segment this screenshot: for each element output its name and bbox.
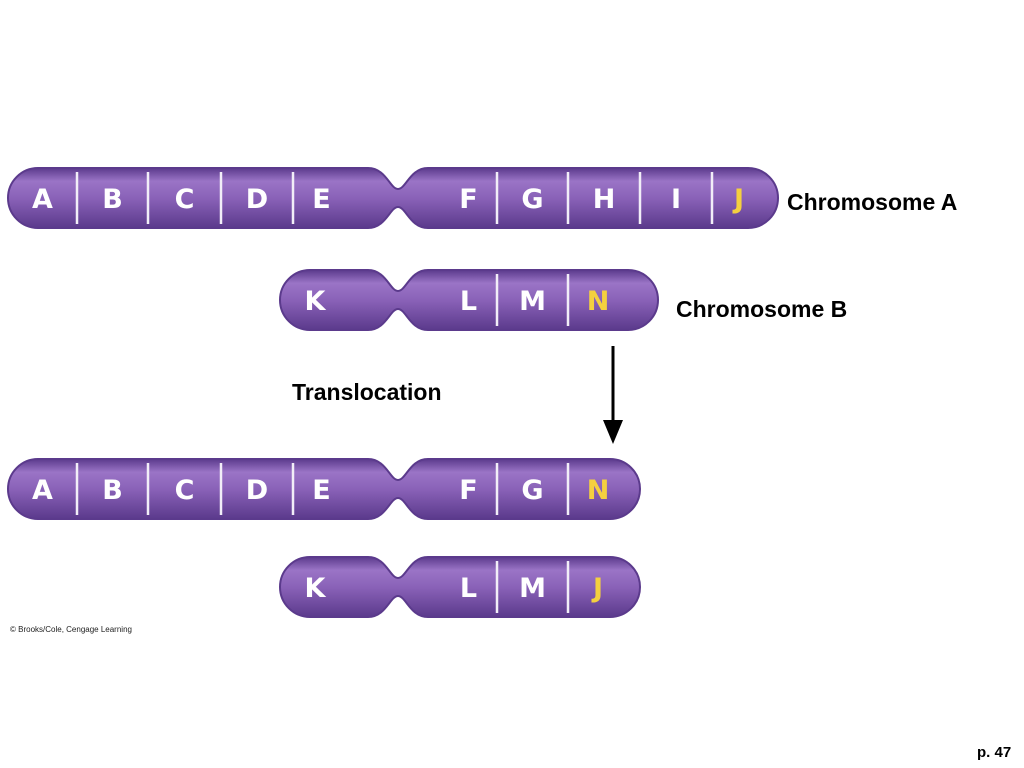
gene-label: E	[312, 184, 330, 215]
gene-label: C	[175, 184, 195, 215]
gene-label: I	[671, 184, 681, 215]
gene-label: K	[305, 286, 327, 317]
gene-label: N	[587, 286, 610, 317]
translocation-label: Translocation	[292, 379, 442, 405]
gene-label: J	[591, 573, 603, 604]
gene-label: L	[460, 573, 477, 604]
page-number: p. 47	[977, 744, 1012, 761]
gene-label: J	[732, 184, 744, 215]
gene-label: B	[102, 184, 123, 215]
gene-label: F	[459, 184, 477, 215]
gene-label: M	[519, 573, 546, 604]
gene-label: K	[305, 573, 327, 604]
chromosome-a-label: Chromosome A	[787, 189, 958, 215]
gene-label: D	[246, 184, 268, 215]
gene-label: M	[519, 286, 546, 317]
gene-label: G	[521, 475, 543, 506]
gene-label: C	[175, 475, 195, 506]
chromosome-a-original: A B C D E F G H I J	[7, 167, 779, 229]
chromosome-b-original: K L M N	[279, 269, 659, 331]
gene-label: G	[521, 184, 543, 215]
gene-label: B	[102, 475, 123, 506]
gene-label: D	[246, 475, 268, 506]
chromosomes-layer: A B C D E F G H I J K L M N A B C D E F G N K L M J	[7, 167, 779, 618]
gene-label: E	[312, 475, 330, 506]
copyright-credit: © Brooks/Cole, Cengage Learning	[10, 625, 132, 634]
gene-label: A	[32, 475, 53, 506]
gene-label: L	[460, 286, 477, 317]
gene-label: N	[587, 475, 610, 506]
gene-label: A	[32, 184, 53, 215]
gene-label: F	[459, 475, 477, 506]
translocation-arrow	[603, 346, 623, 444]
chromosome-b-label: Chromosome B	[676, 296, 848, 322]
gene-label: H	[593, 184, 616, 215]
